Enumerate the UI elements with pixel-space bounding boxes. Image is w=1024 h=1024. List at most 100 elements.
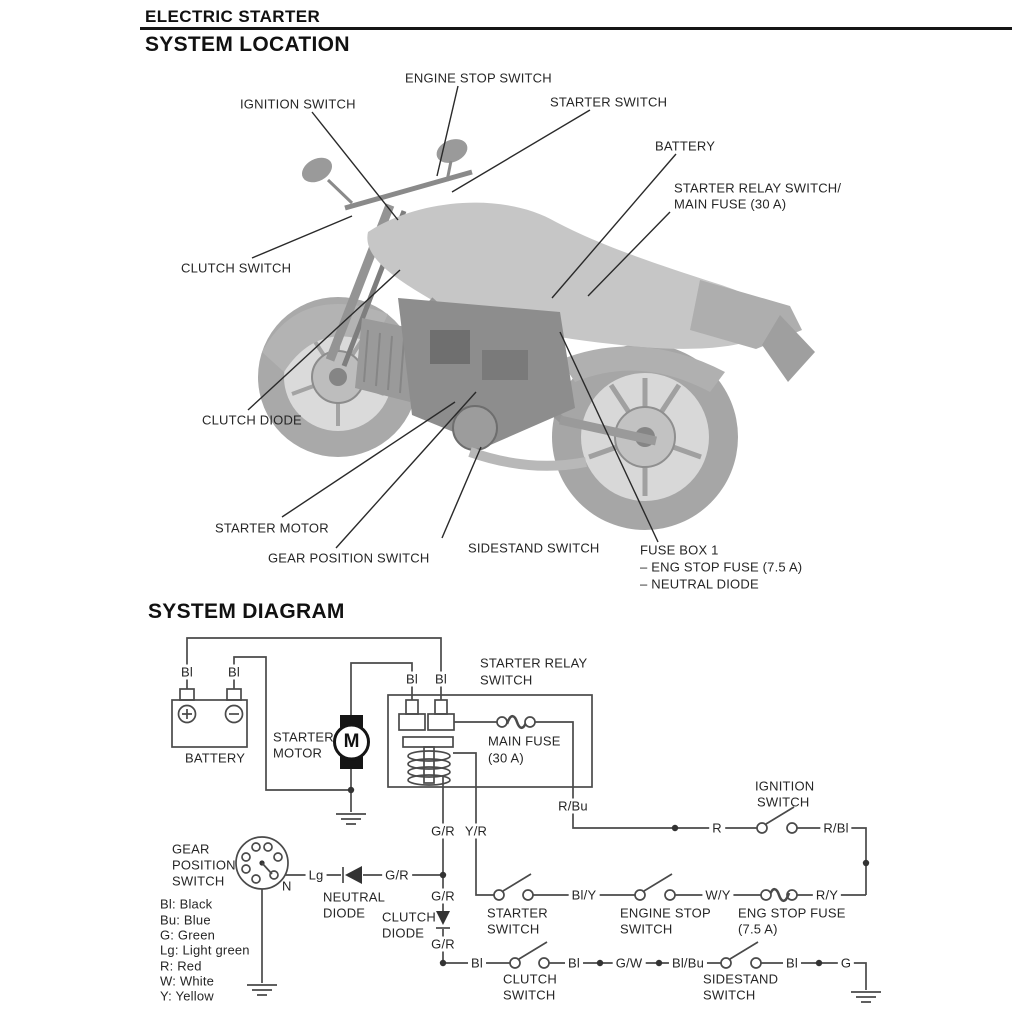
diagram-gear-line1: GEAR — [172, 841, 210, 857]
leader-battery — [551, 153, 677, 299]
wire-label-battery-neg: Bl — [225, 664, 243, 680]
diagram-clutch-switch-line1: CLUTCH — [503, 971, 557, 987]
wire-label-yr: Y/R — [461, 823, 491, 839]
wire-label-battery-pos: Bl — [178, 664, 196, 680]
leader-clutch-diode — [247, 269, 401, 411]
wire-label-relay-left: Bl — [403, 671, 421, 687]
wire-rbl — [797, 827, 867, 895]
callout-ignition-switch: IGNITION SWITCH — [240, 96, 356, 112]
wire-label-relay-right: Bl — [432, 671, 450, 687]
diagram-eng-stop-fuse-line1: ENG STOP FUSE — [738, 905, 846, 921]
ground-symbol-gear — [247, 984, 277, 996]
neutral-diode-symbol — [342, 866, 362, 884]
wire-label-rbu: R/Bu — [555, 798, 591, 814]
diagram-engine-stop-line2: SWITCH — [620, 921, 673, 937]
leader-gear-position-switch — [335, 391, 477, 549]
ground-symbol-right — [851, 991, 881, 1003]
callout-starter-relay-line2: MAIN FUSE (30 A) — [674, 196, 787, 212]
leader-clutch-switch — [251, 215, 353, 259]
motor-m-icon: M — [343, 731, 360, 752]
callout-clutch-switch: CLUTCH SWITCH — [181, 260, 292, 276]
diagram-neutral-diode-line1: NEUTRAL — [323, 889, 386, 905]
callout-engine-stop-switch: ENGINE STOP SWITCH — [405, 70, 552, 86]
engine-detail — [430, 330, 470, 364]
diagram-sidestand-line2: SWITCH — [703, 987, 756, 1003]
callout-gear-position-switch: GEAR POSITION SWITCH — [268, 550, 430, 566]
diagram-starter-switch-line1: STARTER — [487, 905, 548, 921]
callout-fuse-box-line3: – NEUTRAL DIODE — [640, 576, 759, 592]
diagram-clutch-diode-line1: CLUTCH — [382, 909, 436, 925]
wire-label-r: R — [709, 820, 725, 836]
engine-cover — [452, 405, 498, 451]
diagram-relay-line1: STARTER RELAY — [480, 655, 588, 671]
callout-clutch-diode: CLUTCH DIODE — [202, 412, 302, 428]
wire-label-rbl: R/Bl — [820, 820, 852, 836]
legend-item: Lg: Light green — [160, 942, 250, 958]
diagram-starter-motor-line2: MOTOR — [273, 745, 323, 761]
wire-label-bl-1: Bl — [468, 955, 486, 971]
wire-label-bl-3: Bl — [783, 955, 801, 971]
rear-fender — [560, 346, 725, 392]
eng-stop-fuse-symbol — [760, 887, 798, 903]
exhaust — [468, 447, 587, 471]
wiring-diagram — [171, 637, 881, 1003]
legend-item: G: Green — [160, 927, 216, 943]
sidestand-switch-symbol — [720, 941, 762, 969]
wire-label-wy: W/Y — [702, 887, 734, 903]
contact-pointer — [261, 862, 273, 875]
handlebar — [344, 169, 473, 211]
wire-label-gr-mid: G/R — [428, 888, 458, 904]
callout-sidestand-switch: SIDESTAND SWITCH — [468, 540, 600, 556]
diagram-relay-line2: SWITCH — [480, 672, 533, 688]
wire-rbu — [535, 721, 757, 829]
wire-label-g: G — [837, 955, 855, 971]
starter-relay-symbol — [387, 694, 593, 788]
wire-label-blbu: Bl/Bu — [668, 955, 708, 971]
legend-item: R: Red — [160, 958, 202, 974]
leader-ignition-switch — [311, 111, 399, 221]
left-mirror — [301, 157, 354, 205]
callout-leader-lines — [247, 85, 677, 549]
plus-terminal-icon — [182, 709, 192, 719]
clutch-diode-symbol — [436, 911, 450, 929]
wire-label-ry: R/Y — [812, 887, 842, 903]
starter-switch-symbol — [493, 873, 534, 901]
section-location-title: SYSTEM LOCATION — [145, 33, 350, 56]
callout-starter-switch: STARTER SWITCH — [550, 94, 668, 110]
callout-fuse-box-line2: – ENG STOP FUSE (7.5 A) — [640, 559, 803, 575]
page-header: ELECTRIC STARTER — [145, 7, 321, 26]
diagram-ignition-line1: IGNITION — [755, 778, 815, 794]
leader-sidestand-switch — [441, 446, 482, 539]
leader-engine-stop-switch — [436, 85, 459, 177]
leader-fuse-box — [559, 331, 659, 543]
wire-label-lg: Lg — [305, 867, 327, 883]
tail-tip — [762, 315, 815, 382]
clutch-switch-symbol — [509, 941, 550, 969]
diagram-engine-stop-line1: ENGINE STOP — [620, 905, 711, 921]
leader-starter-motor — [281, 401, 456, 518]
ground-symbol-motor — [336, 813, 366, 825]
diagram-gear-line3: SWITCH — [172, 873, 225, 889]
callout-battery: BATTERY — [655, 138, 716, 154]
wire-label-bl-2: Bl — [565, 955, 583, 971]
wire-label-gw: G/W — [612, 955, 646, 971]
swingarm — [559, 415, 657, 446]
section-diagram-title: SYSTEM DIAGRAM — [148, 600, 345, 623]
gear-position-switch-symbol — [235, 836, 289, 890]
legend-item: W: White — [160, 973, 215, 989]
callout-starter-relay-line1: STARTER RELAY SWITCH/ — [674, 180, 842, 196]
diagram-starter-switch-line2: SWITCH — [487, 921, 540, 937]
battery-symbol — [171, 688, 248, 748]
main-fuse-symbol — [454, 714, 536, 730]
starter-motor-symbol — [333, 715, 370, 769]
callout-fuse-box-line1: FUSE BOX 1 — [640, 542, 719, 558]
diagram-clutch-switch-line2: SWITCH — [503, 987, 556, 1003]
wire-label-gr-top: G/R — [428, 823, 458, 839]
diagram-battery-label: BATTERY — [185, 750, 246, 766]
header-rule — [140, 27, 1012, 30]
diagram-starter-motor-line1: STARTER — [273, 729, 334, 745]
diagram-neutral-contact: N — [282, 878, 292, 894]
diagram-gear-line2: POSITION — [172, 857, 236, 873]
diagram-sidestand-line1: SIDESTAND — [703, 971, 779, 987]
